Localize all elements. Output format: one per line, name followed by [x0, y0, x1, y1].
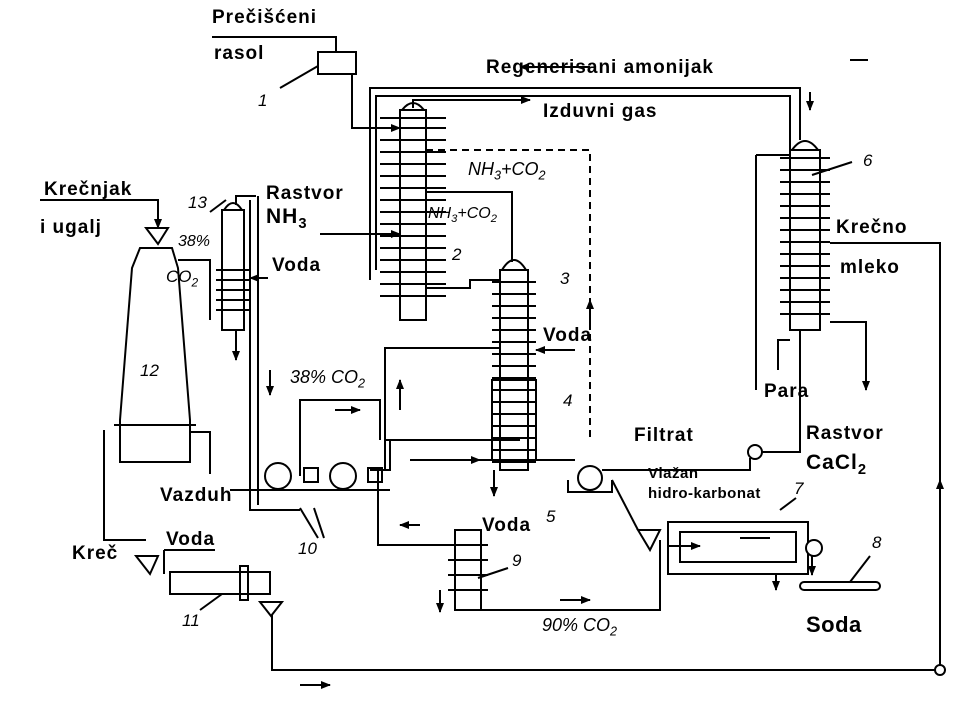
- label-nh3: NH3: [266, 205, 308, 233]
- label-co2-kiln: CO2: [166, 267, 199, 290]
- label-krecnjak: Krečnjak: [44, 179, 133, 200]
- label-voda-mid: Voda: [543, 325, 593, 346]
- label-mleko: mleko: [840, 257, 900, 278]
- number-13: 13: [188, 193, 207, 212]
- filter-drum: [577, 465, 603, 491]
- label-voda-kiln: Voda: [166, 529, 216, 550]
- label-para: Para: [764, 381, 810, 402]
- number-6: 6: [863, 151, 873, 170]
- number-5: 5: [546, 507, 556, 526]
- soda-conveyor: [799, 581, 881, 591]
- calciner: [636, 521, 823, 575]
- distiller-column: [780, 140, 830, 331]
- label-cacl2: CaCl2: [806, 451, 868, 479]
- number-10: 10: [298, 539, 317, 558]
- label-rastvor-cacl2: Rastvor: [806, 423, 884, 444]
- number-3: 3: [560, 269, 570, 288]
- label-izduvni-gas: Izduvni gas: [543, 101, 658, 122]
- label-38-co2: 38% CO2: [290, 367, 366, 391]
- label-38-percent: 38%: [178, 233, 211, 250]
- label-i-ugalj: i ugalj: [40, 217, 102, 238]
- number-9: 9: [512, 551, 522, 570]
- lime-kiln: [114, 227, 196, 463]
- label-krec: Kreč: [72, 543, 119, 564]
- label-vazduh: Vazduh: [160, 485, 233, 506]
- filtrate-pump: [747, 444, 763, 460]
- carbonation-column: [491, 259, 537, 471]
- number-4: 4: [563, 391, 573, 410]
- label-soda: Soda: [806, 612, 862, 637]
- label-voda-left: Voda: [272, 255, 322, 276]
- label-precisceni: Prečišćeni: [212, 7, 318, 28]
- lime-slaker: [133, 555, 285, 618]
- label-voda-bottom: Voda: [482, 515, 532, 536]
- number-8: 8: [872, 533, 882, 552]
- gas-washer: [216, 202, 250, 331]
- label-filtrat: Filtrat: [634, 425, 694, 446]
- label-nh3-co2-mid: NH3+CO2: [428, 205, 497, 226]
- absorber-column: [380, 102, 446, 321]
- label-nh3-co2-top: NH3+CO2: [468, 159, 546, 183]
- number-2: 2: [452, 245, 462, 264]
- number-7: 7: [794, 479, 804, 498]
- label-90-co2: 90% CO2: [542, 615, 618, 639]
- compressors: [264, 462, 383, 490]
- number-1: 1: [258, 91, 268, 110]
- number-11: 11: [182, 611, 200, 630]
- label-hidro-karbonat: hidro-karbonat: [648, 485, 761, 502]
- label-regenerisani-amonijak: Regenerisani amonijak: [486, 57, 714, 78]
- label-rastvor: Rastvor: [266, 183, 344, 204]
- number-12: 12: [140, 361, 159, 380]
- brine-tank: [317, 51, 357, 75]
- label-rasol: rasol: [214, 43, 265, 64]
- co2-cooler: [448, 529, 488, 611]
- label-vlazan: Vlažan: [648, 465, 699, 482]
- label-krecno: Krečno: [836, 217, 908, 238]
